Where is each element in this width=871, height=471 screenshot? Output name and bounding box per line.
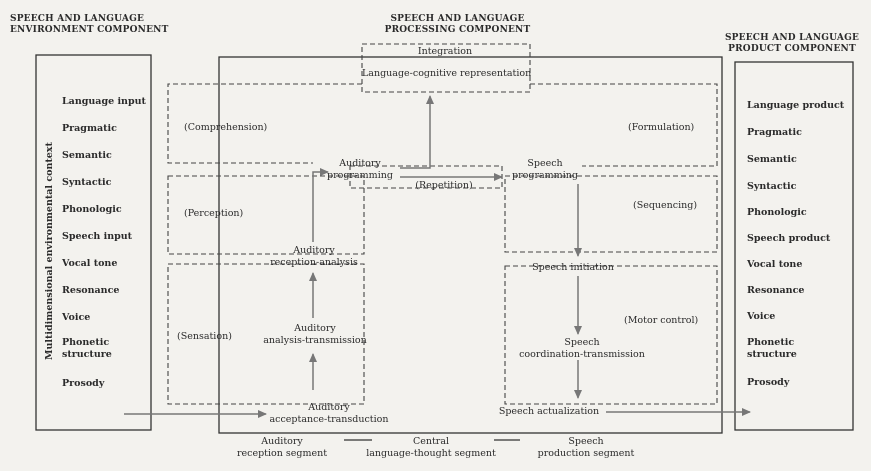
product-item: Phonetic structure	[747, 337, 797, 360]
env-item: Speech input	[62, 231, 133, 242]
auditory-acceptance-transduction-label: Auditory acceptance-transduction	[269, 402, 389, 425]
env-item: Prosody	[62, 378, 105, 389]
product-item: Phonologic	[747, 207, 807, 218]
reception-segment-label: Auditory reception segment	[236, 436, 328, 459]
auditory-reception-analysis-label: Auditory reception-analysis	[270, 245, 358, 268]
processing-header: SPEECH AND LANGUAGE PROCESSING COMPONENT	[384, 14, 531, 35]
product-item: Pragmatic	[747, 127, 802, 138]
environment-header: SPEECH AND LANGUAGE ENVIRONMENT COMPONEN…	[10, 14, 169, 35]
comprehension-region	[167, 83, 362, 164]
product-item: Vocal tone	[747, 259, 803, 270]
env-item: Voice	[62, 312, 91, 323]
comprehension-label: (Comprehension)	[184, 122, 268, 133]
speech-coordination-transmission-label: Speech coordination-transmission	[519, 337, 645, 360]
env-item: Pragmatic	[62, 123, 117, 134]
env-item: Phonetic structure	[62, 337, 112, 360]
env-item: Semantic	[62, 150, 112, 161]
environment-box	[35, 54, 152, 431]
arrow-reception-to-programming	[312, 168, 329, 242]
auditory-programming-label: Auditory programming	[327, 158, 393, 181]
representation-label: Language-cognitive representation	[362, 68, 532, 79]
motor-control-label: (Motor control)	[624, 315, 699, 326]
motor-control-region	[504, 265, 718, 405]
env-item: Syntactic	[62, 177, 112, 188]
product-item: Voice	[747, 311, 776, 322]
env-item: Resonance	[62, 285, 120, 296]
product-item: Language product	[747, 100, 845, 111]
formulation-label: (Formulation)	[628, 122, 695, 133]
central-segment-label: Central language-thought segment	[366, 436, 496, 459]
product-item: Semantic	[747, 154, 797, 165]
product-box	[734, 61, 854, 431]
product-item: Resonance	[747, 285, 805, 296]
sequencing-region	[504, 175, 718, 253]
speech-programming-label: Speech programming	[512, 158, 578, 181]
sensation-region	[167, 263, 365, 405]
perception-label: (Perception)	[184, 208, 244, 219]
production-segment-label: Speech production segment	[537, 436, 635, 459]
product-header: SPEECH AND LANGUAGE PRODUCT COMPONENT	[724, 33, 860, 54]
env-item: Phonologic	[62, 204, 122, 215]
sensation-label: (Sensation)	[177, 331, 232, 342]
sequencing-label: (Sequencing)	[633, 200, 698, 211]
env-item: Vocal tone	[62, 258, 118, 269]
product-item: Prosody	[747, 377, 790, 388]
repetition-label: (Repetition)	[415, 180, 473, 191]
integration-label: Integration	[417, 46, 473, 57]
auditory-analysis-transmission-label: Auditory analysis-transmission	[263, 323, 367, 346]
integration-box	[361, 43, 531, 93]
product-item: Syntactic	[747, 181, 797, 192]
processing-frame	[218, 56, 723, 434]
env-item: Language input	[62, 96, 146, 107]
product-item: Speech product	[747, 233, 831, 244]
arrow-programming-to-representation	[400, 95, 434, 169]
perception-region	[167, 175, 365, 255]
speech-actualization-label: Speech actualization	[498, 406, 600, 417]
formulation-region	[530, 83, 718, 167]
environment-context-label: Multidimensional environmental context	[44, 142, 55, 360]
speech-initiation-label: Speech initiation	[532, 262, 614, 273]
